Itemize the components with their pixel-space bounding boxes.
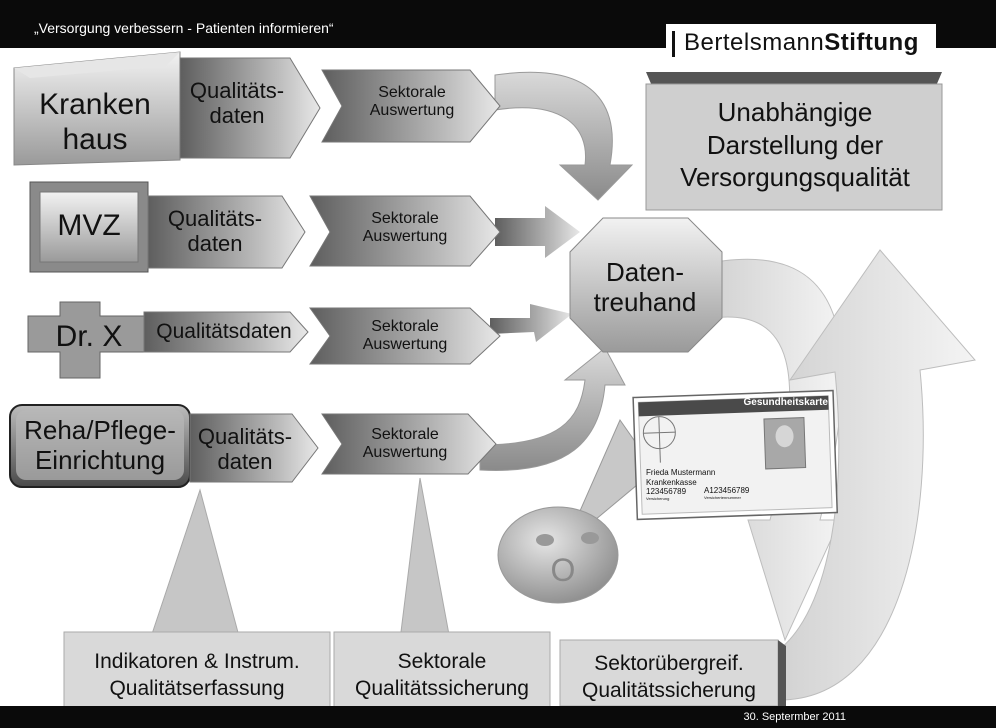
bottom-box-2-shape [333,631,551,709]
pointer-2 [399,477,451,641]
trustee-label: Daten- treuhand [593,257,697,317]
brand-bold: Stiftung [824,29,919,56]
bottom-box-1: Indikatoren & Instrum. Qualitätserfassun… [94,650,300,701]
eval-label-4: Sektorale Auswertung [362,426,448,462]
smiley-mouth: O [550,552,576,588]
slide-subtitle: „Versorgung verbessern - Patienten infor… [34,20,334,36]
bottom-box-3-shape [559,639,779,707]
card-caption-2: Versichertennummer [704,495,741,500]
smiley-face [497,506,619,604]
bottom-box-1-shape [63,631,331,709]
bottom-box-2: Sektorale Qualitätssicherung [355,650,529,701]
independent-box-shape [645,83,943,211]
eval-label-2: Sektorale Auswertung [362,210,448,246]
curve-arrow-row4 [479,347,626,471]
source-label-krankenhaus: Kranken haus [39,88,151,156]
independent-box-label: Unabhängige Darstellung der Versorgungsq… [680,97,910,192]
smiley-eye-left [536,534,554,546]
trustee-octagon [569,217,723,353]
data-arrow-2 [147,195,306,269]
card-number-1: 123456789 [646,487,687,496]
arrow-row3 [490,304,572,342]
card-name: Frieda Mustermann [646,468,716,477]
data-arrow-3 [143,311,309,353]
card-caption-1: Versicherung [646,496,670,501]
bottom-bar [0,706,996,728]
eval-arrow-4 [321,413,497,475]
bottom-box-3: Sektorübergreif. Qualitätssicherung [582,652,756,703]
eval-label-1: Sektorale Auswertung [369,84,455,120]
eval-arrow-1 [321,69,501,143]
brand-regular: Bertelsmann [684,29,825,56]
source-label-drx: Dr. X [55,320,123,353]
health-card [632,389,839,521]
data-label-4: Qualitäts- daten [197,424,293,475]
card-number-2: A123456789 [704,486,750,495]
curve-arrow-row1 [494,71,634,201]
card-title: Gesundheitskarte [743,397,828,408]
eval-label-3: Sektorale Auswertung [362,318,448,354]
source-label-reha: Reha/Pflege- Einrichtung [24,415,176,475]
krankenhaus-box-shape [13,51,181,166]
eval-arrow-3 [309,307,501,365]
brand-logo: BertelsmannStiftung [666,24,936,62]
pointer-1 [149,488,241,641]
data-arrow-4 [189,413,319,483]
loop-arrow-up [759,249,976,701]
footer-date: 30. Septermber 2011 [743,711,846,723]
arrow-row2 [495,206,580,258]
data-label-1: Qualitäts- daten [189,78,285,129]
drx-cross-shape [27,301,149,379]
eval-arrow-2 [309,195,501,267]
data-label-3: Qualitätsdaten [156,320,292,343]
card-insurer: Krankenkasse [646,478,697,487]
smiley-eye-right [581,532,599,544]
data-arrow-1 [179,57,321,159]
data-label-2: Qualitäts- daten [167,206,263,257]
source-label-mvz: MVZ [57,209,121,242]
